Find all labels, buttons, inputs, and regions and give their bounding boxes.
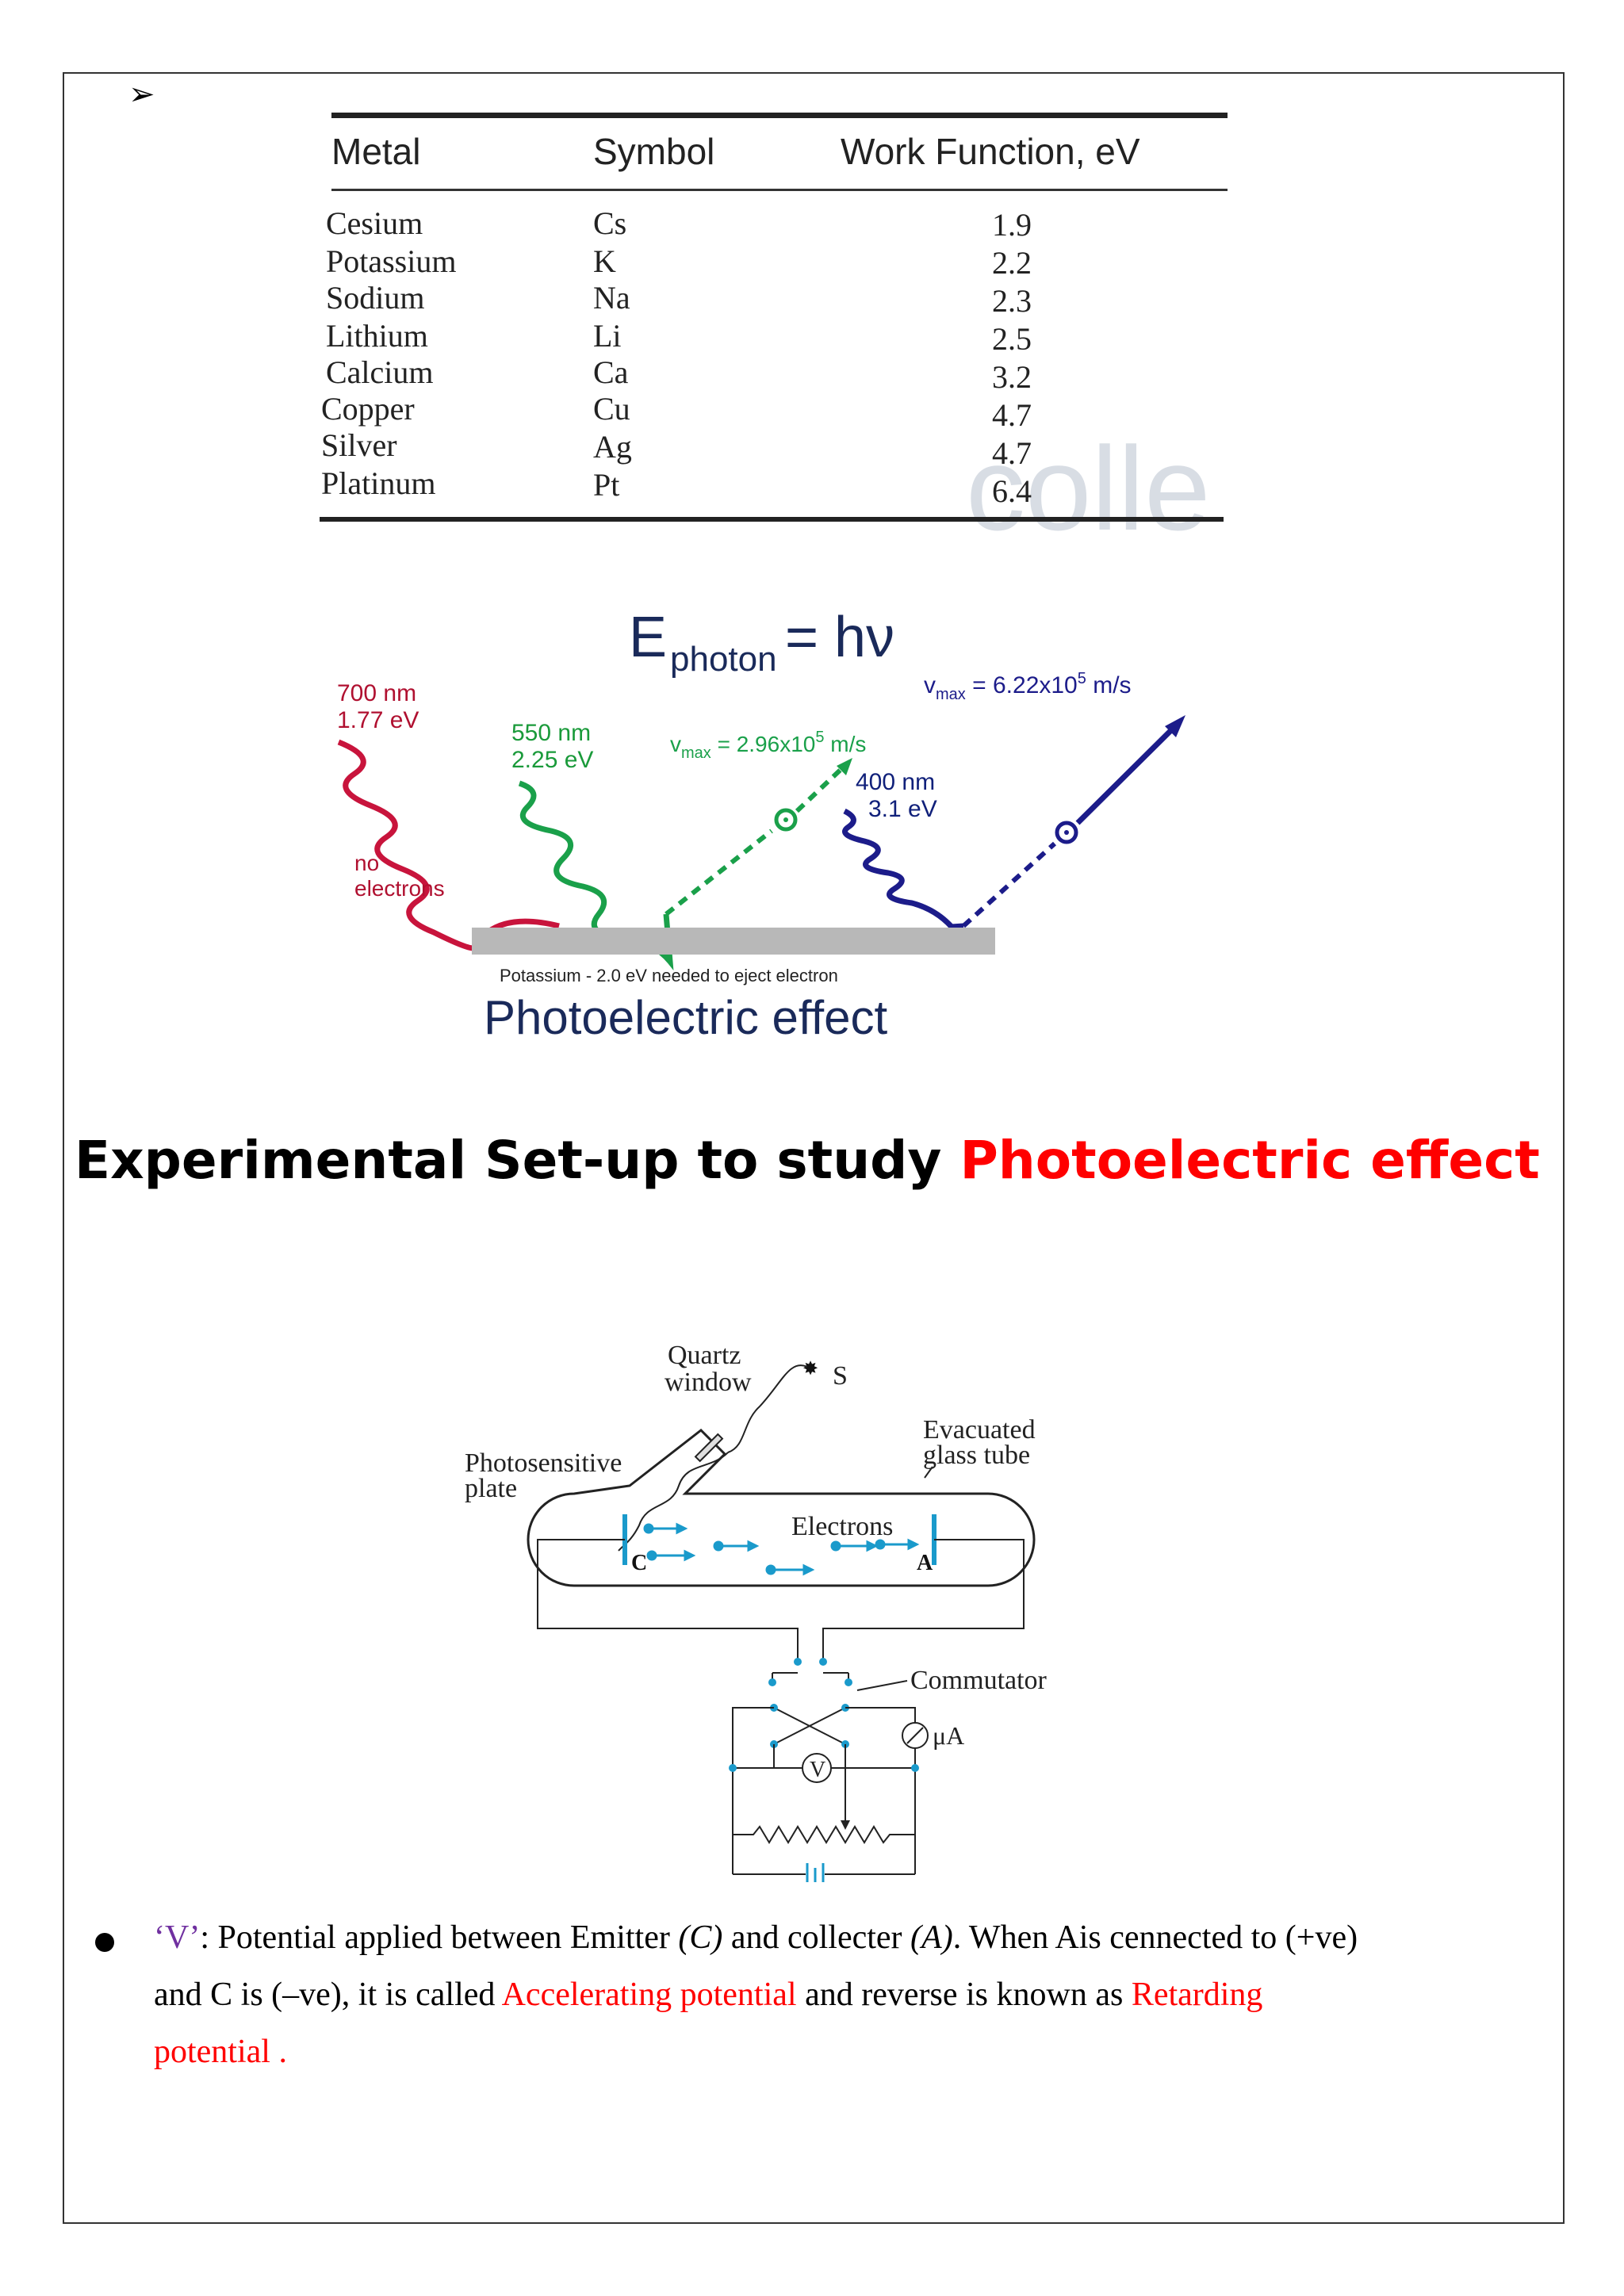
equation-rhs: = hν [785, 606, 894, 669]
bullet-arrow-icon: ➢ [128, 76, 155, 113]
bullet-dot-icon [95, 1933, 114, 1952]
symbol-cell: Ca [593, 354, 629, 390]
paragraph-line-1: ‘V’: Potential applied between Emitter (… [154, 1919, 1358, 1956]
accelerating-potential: Accelerating potential [501, 1976, 797, 2013]
source-label: S [833, 1361, 848, 1391]
evacuated-label-2: glass tube [923, 1441, 1030, 1470]
electron-arrows [643, 1522, 920, 1576]
plate-label-1: Photosensitive [465, 1448, 622, 1478]
symbol-cell: Pt [593, 467, 620, 503]
red-wavelength: 700 nm [337, 680, 416, 706]
green-electron-path [665, 828, 773, 916]
blue-wavelength: 400 nm [856, 769, 935, 795]
table-top-rule [331, 113, 1228, 118]
metal-cell: Sodium [326, 280, 425, 316]
heading-black: Experimental Set-up to study [75, 1130, 960, 1191]
paragraph-line-2: and C is (–ve), it is called Acceleratin… [154, 1976, 1263, 2013]
blue-v: vmax = 6.22x105 m/s [924, 670, 1132, 703]
commutator-label: Commutator [910, 1666, 1048, 1695]
work-function-table: Metal Symbol Work Function, eV colle Ces… [320, 103, 1231, 555]
metal-cell: Cesium [326, 205, 423, 241]
header-metal: Metal [331, 131, 421, 172]
potassium-plate [472, 928, 995, 955]
voltmeter-label: V [810, 1758, 825, 1782]
sun-icon: ✸ [802, 1359, 818, 1380]
page-border [63, 72, 1565, 2224]
voltmeter-icon [802, 1753, 832, 1783]
green-wavelength: 550 nm [511, 720, 591, 746]
header-symbol: Symbol [593, 131, 715, 172]
commutator [768, 1658, 852, 1748]
value-cell: 2.5 [992, 321, 1032, 357]
green-v: vmax = 2.96x105 m/s [670, 729, 866, 762]
paragraph-line-3: potential . [154, 2033, 287, 2071]
quartz-label-1: Quartz [668, 1341, 741, 1370]
plate-label-2: plate [465, 1474, 517, 1503]
plate-note: Potassium - 2.0 eV needed to eject elect… [500, 966, 838, 985]
symbol-cell: Cs [593, 205, 627, 241]
blue-photon-wave [842, 808, 964, 930]
equation-subscript: photon [670, 640, 777, 679]
watermark: colle [966, 422, 1211, 555]
value-cell: 2.2 [992, 245, 1032, 281]
blue-electron-icon [1055, 821, 1078, 844]
quartz-label-2: window [665, 1368, 752, 1397]
metal-cell: Calcium [326, 354, 434, 390]
value-cell: 4.7 [992, 397, 1032, 433]
red-note-1: no [354, 851, 379, 875]
evacuated-label-1: Evacuated [923, 1415, 1036, 1445]
glass-tube [527, 1429, 1036, 1587]
blue-electron-path [961, 841, 1057, 928]
apparatus-diagram: Quartz window ✸ S Evacuated glass tube P… [449, 1327, 1104, 1882]
red-note-2: electrons [354, 876, 445, 901]
retarding-potential-2: potential . [154, 2034, 287, 2070]
rheostat [733, 1825, 915, 1844]
section-heading: Experimental Set-up to study Photoelectr… [75, 1130, 1540, 1191]
anode-label: A [917, 1551, 933, 1575]
metal-cell: Copper [321, 391, 415, 427]
diagram-title: Photoelectric effect [484, 991, 888, 1044]
symbol-cell: Cu [593, 391, 630, 427]
value-cell: 4.7 [992, 435, 1032, 471]
blue-arrow-head [1165, 715, 1185, 737]
cathode-label: C [631, 1551, 647, 1575]
metal-cell: Silver [321, 427, 397, 463]
quartz-window [694, 1433, 724, 1463]
header-work-function: Work Function, eV [841, 131, 1140, 172]
symbol-cell: Ag [593, 429, 632, 465]
value-cell: 3.2 [992, 359, 1032, 395]
heading-red: Photoelectric effect [959, 1130, 1540, 1191]
v-symbol: V [165, 1919, 190, 1956]
table-header-rule [331, 189, 1228, 191]
green-energy: 2.25 eV [511, 747, 593, 773]
electrons-label: Electrons [791, 1512, 893, 1541]
metal-cell: Platinum [321, 465, 436, 501]
symbol-cell: K [593, 243, 616, 279]
metal-cell: Lithium [326, 318, 428, 354]
ammeter-label: μA [933, 1721, 964, 1750]
red-energy: 1.77 eV [337, 707, 419, 733]
blue-energy: 3.1 eV [868, 796, 937, 822]
metal-cell: Potassium [326, 243, 457, 279]
retarding-potential-1: Retarding [1131, 1976, 1263, 2013]
symbol-cell: Li [593, 318, 622, 354]
value-cell: 6.4 [992, 473, 1032, 509]
green-electron-icon [774, 808, 798, 832]
photoelectric-diagram: E photon = hν 700 nm 1.77 eV no electron… [329, 593, 1217, 1062]
value-cell: 2.3 [992, 283, 1032, 319]
equation-e: E [629, 606, 667, 669]
symbol-cell: Na [593, 280, 630, 316]
green-arrow-head [837, 758, 852, 775]
table-bottom-rule [320, 517, 1224, 522]
value-cell: 1.9 [992, 207, 1032, 243]
